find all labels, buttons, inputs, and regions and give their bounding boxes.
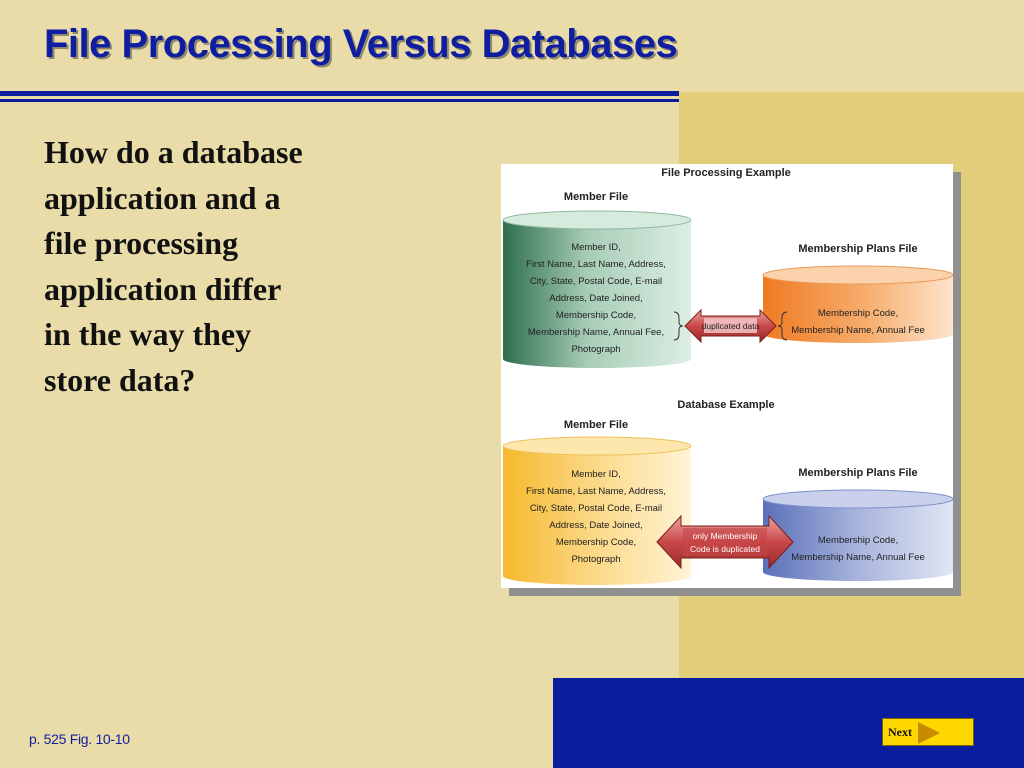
fp-member-file-label: Member File [564, 191, 628, 203]
slide-title: File Processing Versus Databases [44, 22, 678, 66]
next-label: Next [888, 725, 912, 739]
arrow-right-icon [918, 722, 940, 744]
title-rule-thick [0, 91, 679, 96]
question-text: How do a database application and a file… [44, 130, 374, 403]
fp-member-field: Member ID, [571, 242, 621, 253]
db-member-field: Membership Code, [556, 537, 636, 548]
fp-member-field: Address, Date Joined, [549, 293, 642, 304]
fp-member-field: Membership Name, Annual Fee, [528, 327, 664, 338]
fp-member-field: Photograph [571, 344, 620, 355]
title-rule-thin [0, 99, 679, 102]
db-member-field: Photograph [571, 554, 620, 565]
db-member-file-label: Member File [564, 419, 628, 431]
duplicated-data-label: duplicated data [702, 321, 760, 331]
membership-code-arrow: only Membership Code is duplicated [656, 514, 794, 570]
db-member-file-cylinder [502, 436, 692, 585]
question-line: file processing [44, 225, 239, 261]
fp-plans-field: Membership Name, Annual Fee [791, 325, 925, 336]
db-member-field: Address, Date Joined, [549, 520, 642, 531]
next-button[interactable]: Next [882, 718, 974, 746]
db-plans-file-label: Membership Plans File [798, 467, 917, 479]
question-line: How do a database [44, 134, 303, 170]
fp-member-field: Membership Code, [556, 310, 636, 321]
membership-code-arrow-line: Code is duplicated [690, 544, 760, 554]
question-line: application differ [44, 270, 282, 307]
question-line: store data? [44, 361, 196, 398]
fp-member-field: City, State, Postal Code, E-mail [530, 276, 662, 287]
db-member-field: Member ID, [571, 469, 621, 480]
page-reference: p. 525 Fig. 10-10 [29, 731, 130, 747]
membership-code-arrow-line: only Membership [693, 531, 758, 541]
duplicated-data-arrow: duplicated data [684, 308, 777, 344]
figure-panel: File Processing Example Member File Memb… [501, 164, 953, 588]
fp-plans-brace [777, 311, 788, 341]
database-caption: Database Example [677, 399, 774, 411]
fp-plans-field: Membership Code, [818, 308, 898, 319]
question-line: in the way they [44, 316, 252, 352]
db-plans-field: Membership Name, Annual Fee [791, 552, 925, 563]
db-member-field: City, State, Postal Code, E-mail [530, 503, 662, 514]
file-processing-caption: File Processing Example [661, 167, 791, 179]
question-line: application and a [44, 179, 281, 216]
db-plans-file-cylinder [762, 489, 953, 581]
fp-plans-file-label: Membership Plans File [798, 243, 917, 255]
fp-member-file-cylinder [502, 210, 692, 368]
db-plans-field: Membership Code, [818, 535, 898, 546]
figure-diagram: File Processing Example Member File Memb… [502, 167, 953, 585]
fp-member-field: First Name, Last Name, Address, [526, 259, 666, 270]
fp-member-brace [673, 311, 684, 341]
db-member-field: First Name, Last Name, Address, [526, 486, 666, 497]
fp-plans-file-cylinder [762, 265, 953, 343]
